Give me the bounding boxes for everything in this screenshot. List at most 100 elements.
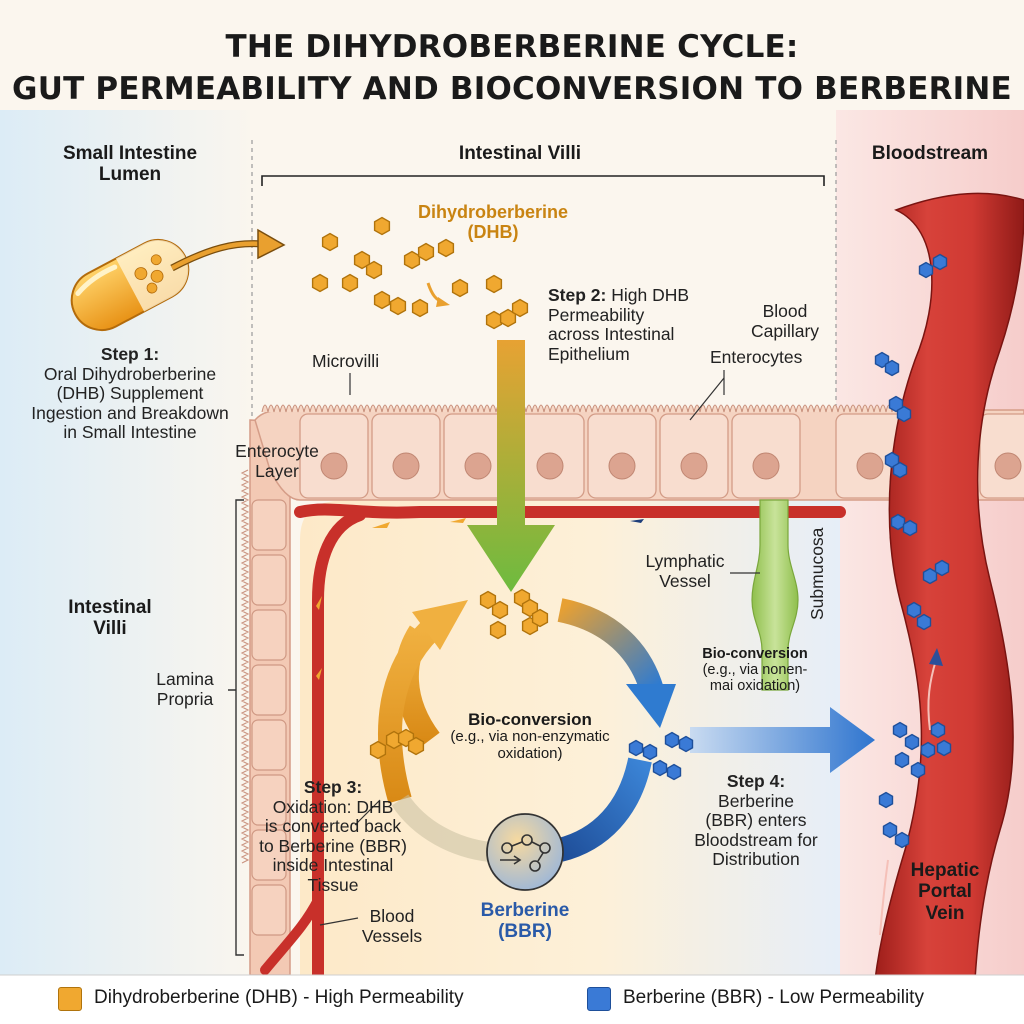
step4-line: (BBR) enters (705, 810, 807, 831)
dhb-molecule (451, 278, 469, 298)
capillary-arrow-5 (316, 668, 322, 680)
step2-line: across Intestinal (548, 324, 675, 345)
capillary-arrow-3 (630, 519, 644, 523)
lamina-propria-label: Lamina Propria (140, 669, 230, 709)
bbr-molecule (892, 461, 908, 479)
step1-text: Step 1: Oral Dihydroberberine (DHB) Supp… (10, 344, 250, 443)
bbr-molecule (896, 405, 912, 423)
berberine-molecule-circle (486, 813, 564, 891)
bbr-molecule (678, 735, 694, 753)
submucosa-label: Submucosa (807, 527, 827, 620)
dhb-molecule (321, 232, 339, 252)
dhb-molecule (373, 216, 391, 236)
enterocytes-leader-2 (689, 377, 725, 421)
dhb-molecule (403, 250, 421, 270)
step3-title: Step 3: (303, 777, 363, 797)
bioconversion-right-line: mai oxidation) (709, 678, 801, 695)
page-title-line2: GUT PERMEABILITY AND BIOCONVERSION TO BE… (12, 71, 1012, 107)
lamina-bracket (228, 499, 244, 956)
blood-vessels-label-line2: Vessels (361, 925, 423, 946)
capsule-icon (70, 238, 190, 332)
cycle-arrowhead-left (412, 600, 468, 650)
dhb-molecule (365, 260, 383, 280)
cycle-arrow-bottomleft (391, 794, 492, 862)
lymphatic-vessel-label-line2: Vessel (659, 570, 711, 591)
dhb-molecule (373, 290, 391, 310)
bbr-molecule (878, 791, 894, 809)
dhb-molecule (531, 608, 549, 628)
bbr-molecule (934, 559, 950, 577)
bbr-molecule (922, 567, 938, 585)
bbr-molecule (932, 253, 948, 271)
bbr-molecule (904, 733, 920, 751)
enterocyte-layer-label: Enterocyte Layer (222, 441, 332, 481)
bbr-molecule (664, 731, 680, 749)
step3-line: to Berberine (BBR) (259, 835, 407, 856)
dhb-label-line2: (DHB) (467, 222, 519, 243)
microvilli-brush (261, 404, 965, 413)
berberine-label: Berberine (BBR) (460, 900, 590, 943)
dhb-molecule (369, 740, 387, 760)
step3-line: Tissue (307, 874, 359, 895)
vein-upflow-arrowhead (929, 648, 943, 666)
villus-side-cells (251, 499, 287, 936)
dhb-molecule (485, 274, 503, 294)
bioconversion-center-line: (e.g., via non-enzymatic (450, 728, 610, 746)
lamina-propria-label-line1: Lamina (156, 669, 214, 689)
enterocyte-layer-label-line1: Enterocyte (235, 441, 319, 461)
page-title-line1: THE DIHYDROBERBERINE CYCLE: (225, 29, 799, 65)
legend-dhb-swatch (58, 987, 82, 1011)
blood-capillary-label-line1: Blood (762, 301, 808, 321)
step3-text: Step 3: Oxidation: DHB is converted back… (248, 777, 418, 896)
step1-title: Step 1: (100, 344, 160, 364)
dhb-label: Dihydroberberine (DHB) (388, 202, 598, 242)
legend-background (0, 975, 1024, 1024)
step2-line: Permeability (548, 304, 645, 325)
blood-vessels-leader (319, 917, 359, 926)
step2-title: Step 2: (548, 285, 607, 305)
column-header-villi: Intestinal Villi (458, 143, 582, 164)
bbr-molecule (930, 721, 946, 739)
cycle-arrow-bottom (556, 757, 652, 862)
step1-line: in Small Intestine (63, 422, 197, 443)
bioconversion-right-line: (e.g., via nonen- (702, 662, 808, 679)
dhb-molecule (411, 298, 429, 318)
lumen-background (0, 110, 260, 980)
step3-line: Oxidation: DHB (272, 796, 394, 817)
intestinal-villi-label-line2: Villi (93, 618, 127, 640)
enterocyte-layer-label-line2: Layer (255, 460, 299, 481)
hepatic-portal-vein-label: Hepatic Portal Vein (890, 860, 1000, 924)
hepatic-portal-vein-label-line1: Hepatic (910, 860, 980, 881)
bioconversion-right-title: Bio-conversion (702, 646, 808, 662)
bbr-molecule (918, 261, 934, 279)
capillary-arrow-1 (372, 522, 390, 528)
dhb-molecules (311, 216, 549, 760)
step4-line: Berberine (718, 790, 794, 811)
small-curve-arrowhead (436, 297, 450, 307)
dhb-molecule (417, 242, 435, 262)
bloodstream-arrow (690, 707, 875, 773)
capillary-bottom-branch (260, 895, 323, 975)
column-header-lumen-line2: Lumen (98, 164, 162, 186)
hepatic-portal-vein (874, 192, 1024, 981)
dhb-molecule (311, 273, 329, 293)
bbr-molecules (628, 253, 952, 849)
cycle-arrow-topright (557, 598, 664, 694)
legend-dhb-label: Dihydroberberine (DHB) - High Permeabili… (94, 987, 464, 1008)
legend-bbr-label: Berberine (BBR) - Low Permeability (623, 987, 924, 1008)
dhb-molecule (389, 296, 407, 316)
step4-text: Step 4: Berberine (BBR) enters Bloodstre… (676, 771, 836, 870)
bioconversion-center-label: Bio-conversion (e.g., via non-enzymatic … (420, 710, 640, 763)
villi-bracket (261, 175, 825, 186)
intestinal-villi-label-line1: Intestinal (68, 597, 152, 618)
intestinal-villi-label: Intestinal Villi (40, 597, 180, 640)
step2-line: High DHB (606, 285, 690, 305)
bbr-molecule (666, 763, 682, 781)
blood-vessels-label-line1: Blood (369, 906, 415, 926)
bbr-molecule (920, 741, 936, 759)
step4-line: Distribution (712, 849, 800, 870)
step2-line: Epithelium (548, 343, 630, 364)
hepatic-portal-vein-label-line2: Portal (918, 881, 972, 903)
step2-text: Step 2: High DHB Permeability across Int… (548, 285, 728, 364)
